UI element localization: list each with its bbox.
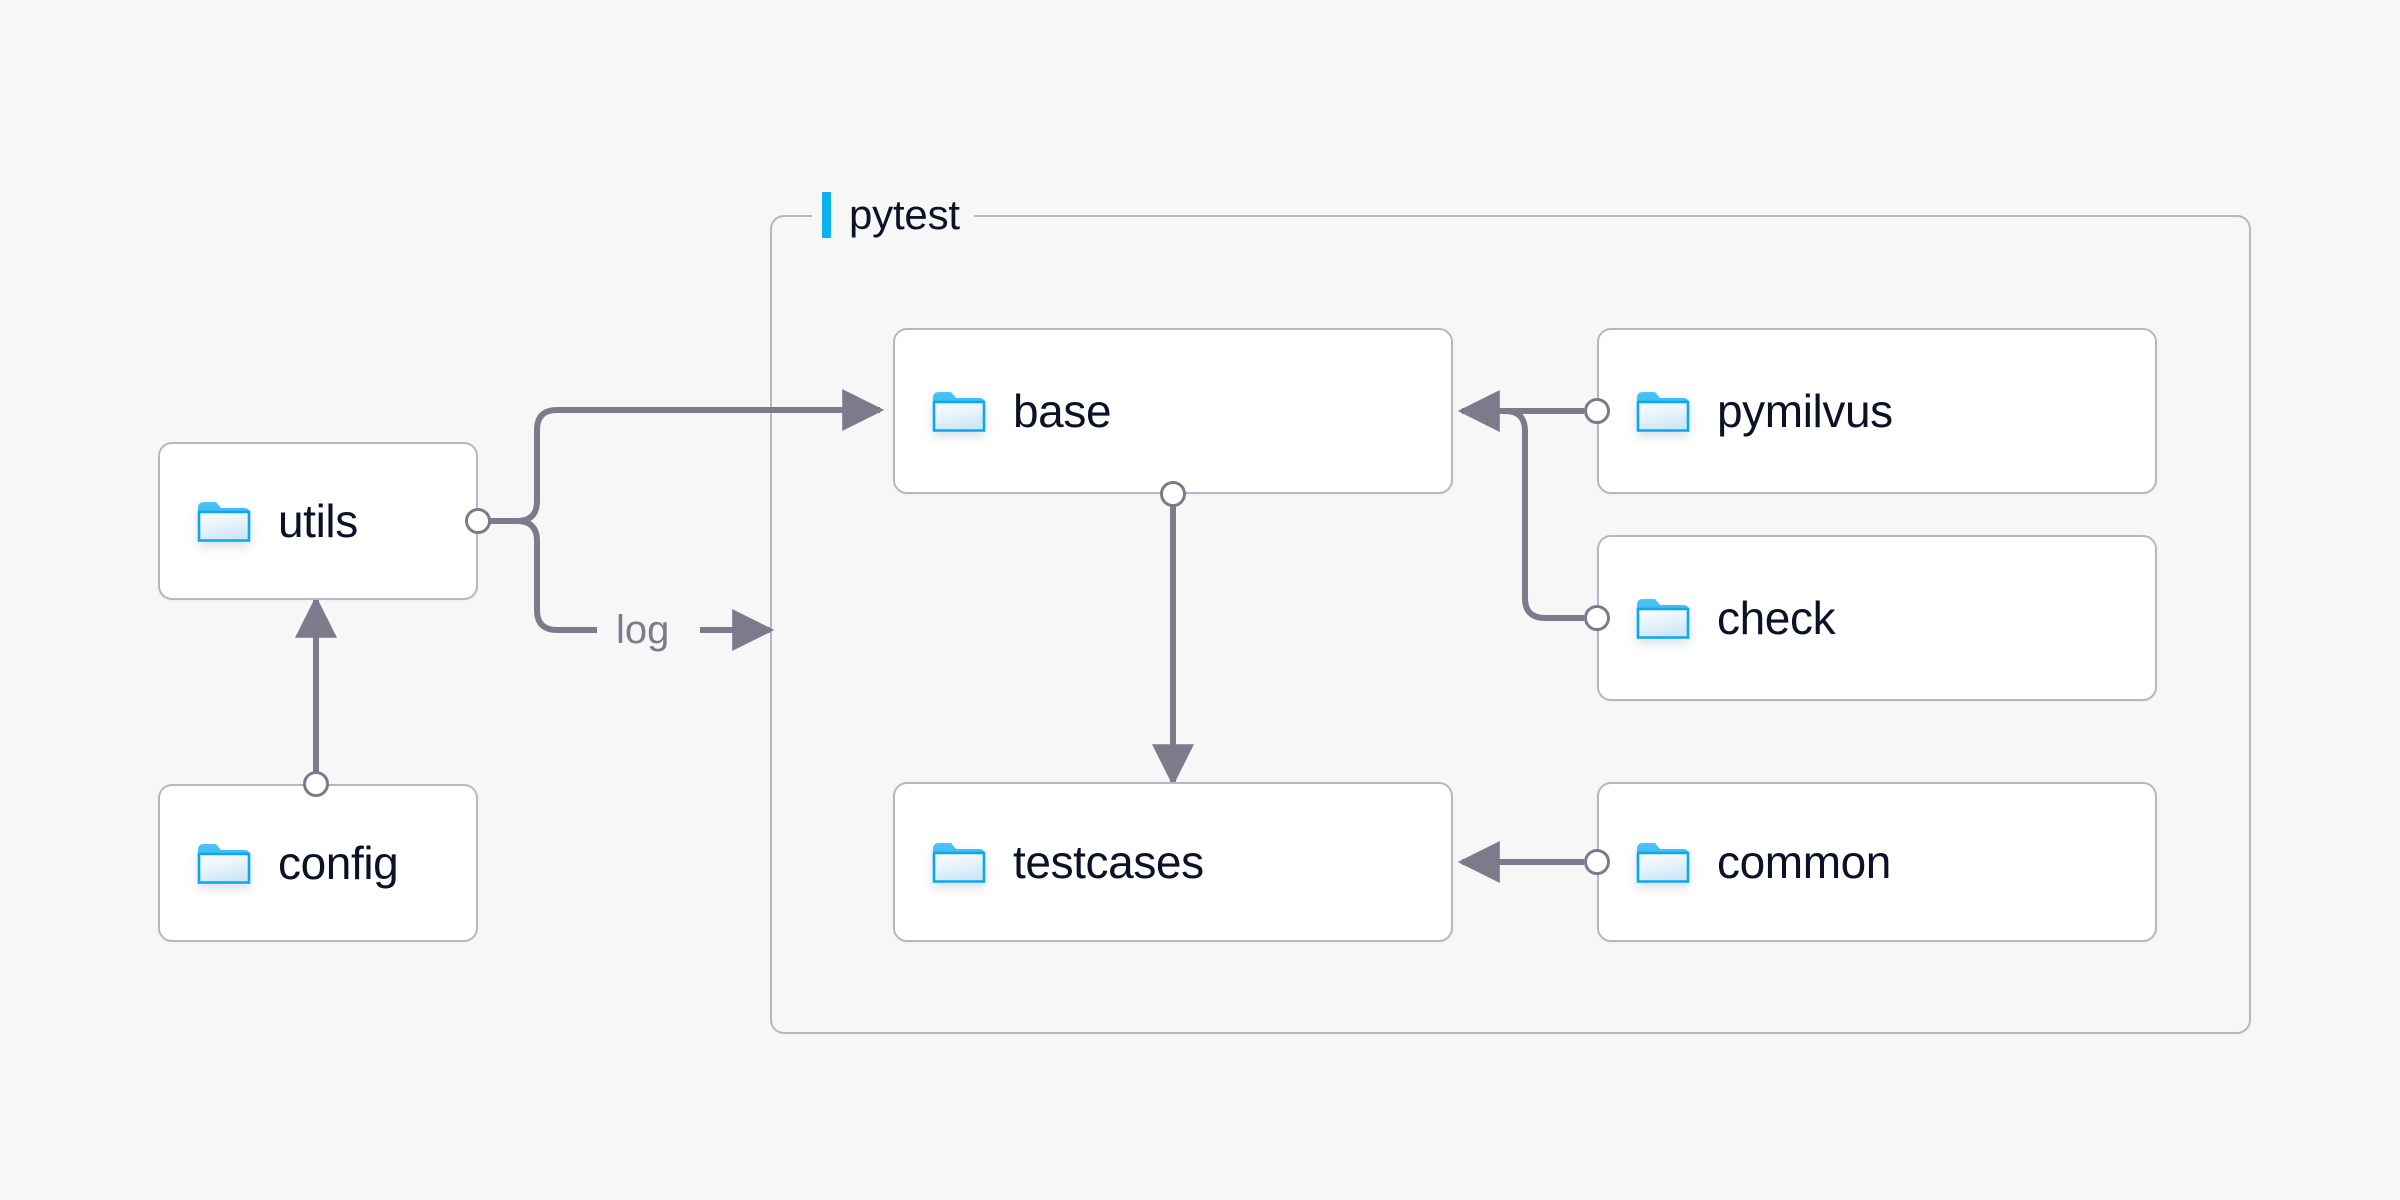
node-label-check: check [1717, 592, 1836, 644]
folder-icon [1636, 392, 1690, 432]
port-utils-right[interactable] [465, 508, 491, 534]
folder-icon [932, 843, 986, 883]
node-utils[interactable]: utils [158, 442, 478, 600]
node-label-pymilvus: pymilvus [1717, 385, 1893, 437]
edge-utils-to-base [487, 389, 885, 524]
node-label-testcases: testcases [1013, 836, 1204, 888]
folder-icon [197, 844, 251, 884]
node-config[interactable]: config [158, 784, 478, 942]
edge-label-log: log [604, 608, 682, 652]
edge-check-to-base [1462, 408, 1584, 621]
node-label-common: common [1717, 836, 1891, 888]
node-common[interactable]: common [1597, 782, 2157, 942]
port-check-left[interactable] [1584, 605, 1610, 631]
port-common-left[interactable] [1584, 849, 1610, 875]
folder-icon [1636, 843, 1690, 883]
node-label-utils: utils [278, 495, 358, 547]
port-pymilvus-left[interactable] [1584, 398, 1610, 424]
group-label-pytest: pytest [812, 192, 974, 238]
node-testcases[interactable]: testcases [893, 782, 1453, 942]
node-check[interactable]: check [1597, 535, 2157, 701]
node-label-base: base [1013, 385, 1112, 437]
folder-icon [197, 502, 251, 542]
node-pymilvus[interactable]: pymilvus [1597, 328, 2157, 494]
group-accent-bar [822, 192, 831, 238]
node-label-config: config [278, 837, 399, 889]
port-config-top[interactable] [303, 771, 329, 797]
folder-icon [932, 392, 986, 432]
folder-icon [1636, 599, 1690, 639]
edge-utils-to-log [487, 518, 775, 651]
node-base[interactable]: base [893, 328, 1453, 494]
group-title: pytest [849, 191, 960, 238]
port-base-bottom[interactable] [1160, 481, 1186, 507]
